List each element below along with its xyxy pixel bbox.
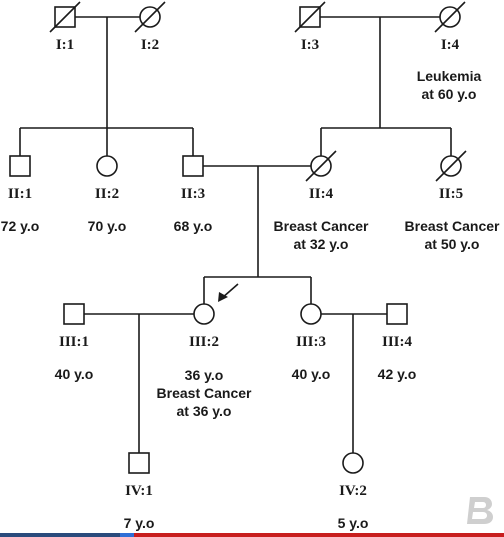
individual-i-4-deceased-mark [434, 1, 466, 33]
individual-i-2-deceased-mark [134, 1, 166, 33]
individual-ii-1-age: 72 y.o [1, 218, 40, 234]
individual-ii-3-square [182, 155, 204, 177]
individual-iv-1-age: 7 y.o [124, 515, 155, 531]
pedigree-lines [19, 16, 452, 453]
individual-ii-5-condition-line: at 50 y.o [425, 236, 480, 252]
individual-i-1-deceased-mark [49, 1, 81, 33]
individual-ii-2-label: II:2 [95, 186, 119, 202]
individual-i-1-label: I:1 [56, 37, 74, 53]
individual-ii-3-label: II:3 [181, 186, 205, 202]
individual-iii-1-square [63, 303, 85, 325]
individual-i-3-deceased-mark [294, 1, 326, 33]
individual-ii-4-condition-line: at 32 y.o [294, 236, 349, 252]
individual-ii-2-age: 70 y.o [88, 218, 127, 234]
bottom-bar-right [134, 533, 504, 537]
individual-i-4-label: I:4 [441, 37, 460, 53]
individual-iv-2-age: 5 y.o [338, 515, 369, 531]
individual-i-4-condition-line: at 60 y.o [422, 86, 477, 102]
individual-iii-1-age: 40 y.o [55, 366, 94, 382]
individual-iii-2-circle [193, 303, 215, 325]
individual-ii-5-deceased-mark [435, 150, 467, 182]
individual-ii-4-label: II:4 [309, 186, 334, 202]
individual-i-3-label: I:3 [301, 37, 319, 53]
individual-i-2-label: I:2 [141, 37, 159, 53]
individual-iv-1-square [128, 452, 150, 474]
individual-ii-3-age: 68 y.o [174, 218, 213, 234]
individual-iii-2-condition-line: at 36 y.o [177, 403, 232, 419]
individual-i-4-condition-line: Leukemia [417, 68, 482, 84]
individual-ii-4-deceased-mark [305, 150, 337, 182]
individual-iii-1-label: III:1 [59, 334, 89, 350]
bottom-bar-accent [120, 533, 134, 537]
individual-iii-2-label: III:2 [189, 334, 219, 350]
individual-ii-2-circle [96, 155, 118, 177]
individual-iv-2-label: IV:2 [339, 483, 367, 499]
individual-iii-2-age: 36 y.o [185, 367, 224, 383]
individual-ii-1-label: II:1 [8, 186, 32, 202]
individual-iii-3-circle [300, 303, 322, 325]
bottom-bar-left [0, 533, 120, 537]
b-logo-icon [462, 493, 496, 527]
individual-ii-4-condition-line: Breast Cancer [274, 218, 369, 234]
individual-ii-1-square [9, 155, 31, 177]
individual-iv-2-circle [342, 452, 364, 474]
individual-iii-3-age: 40 y.o [292, 366, 331, 382]
proband-arrow-icon [218, 283, 239, 302]
individual-iv-1-label: IV:1 [125, 483, 153, 499]
bottom-accent-bar [0, 533, 504, 537]
individual-iii-3-label: III:3 [296, 334, 326, 350]
individual-iii-4-age: 42 y.o [378, 366, 417, 382]
individual-iii-4-square [386, 303, 408, 325]
individual-iii-2-condition-line: Breast Cancer [157, 385, 252, 401]
pedigree-symbols [9, 1, 467, 474]
individual-ii-5-label: II:5 [439, 186, 463, 202]
individual-ii-5-condition-line: Breast Cancer [405, 218, 500, 234]
individual-iii-4-label: III:4 [382, 334, 413, 350]
